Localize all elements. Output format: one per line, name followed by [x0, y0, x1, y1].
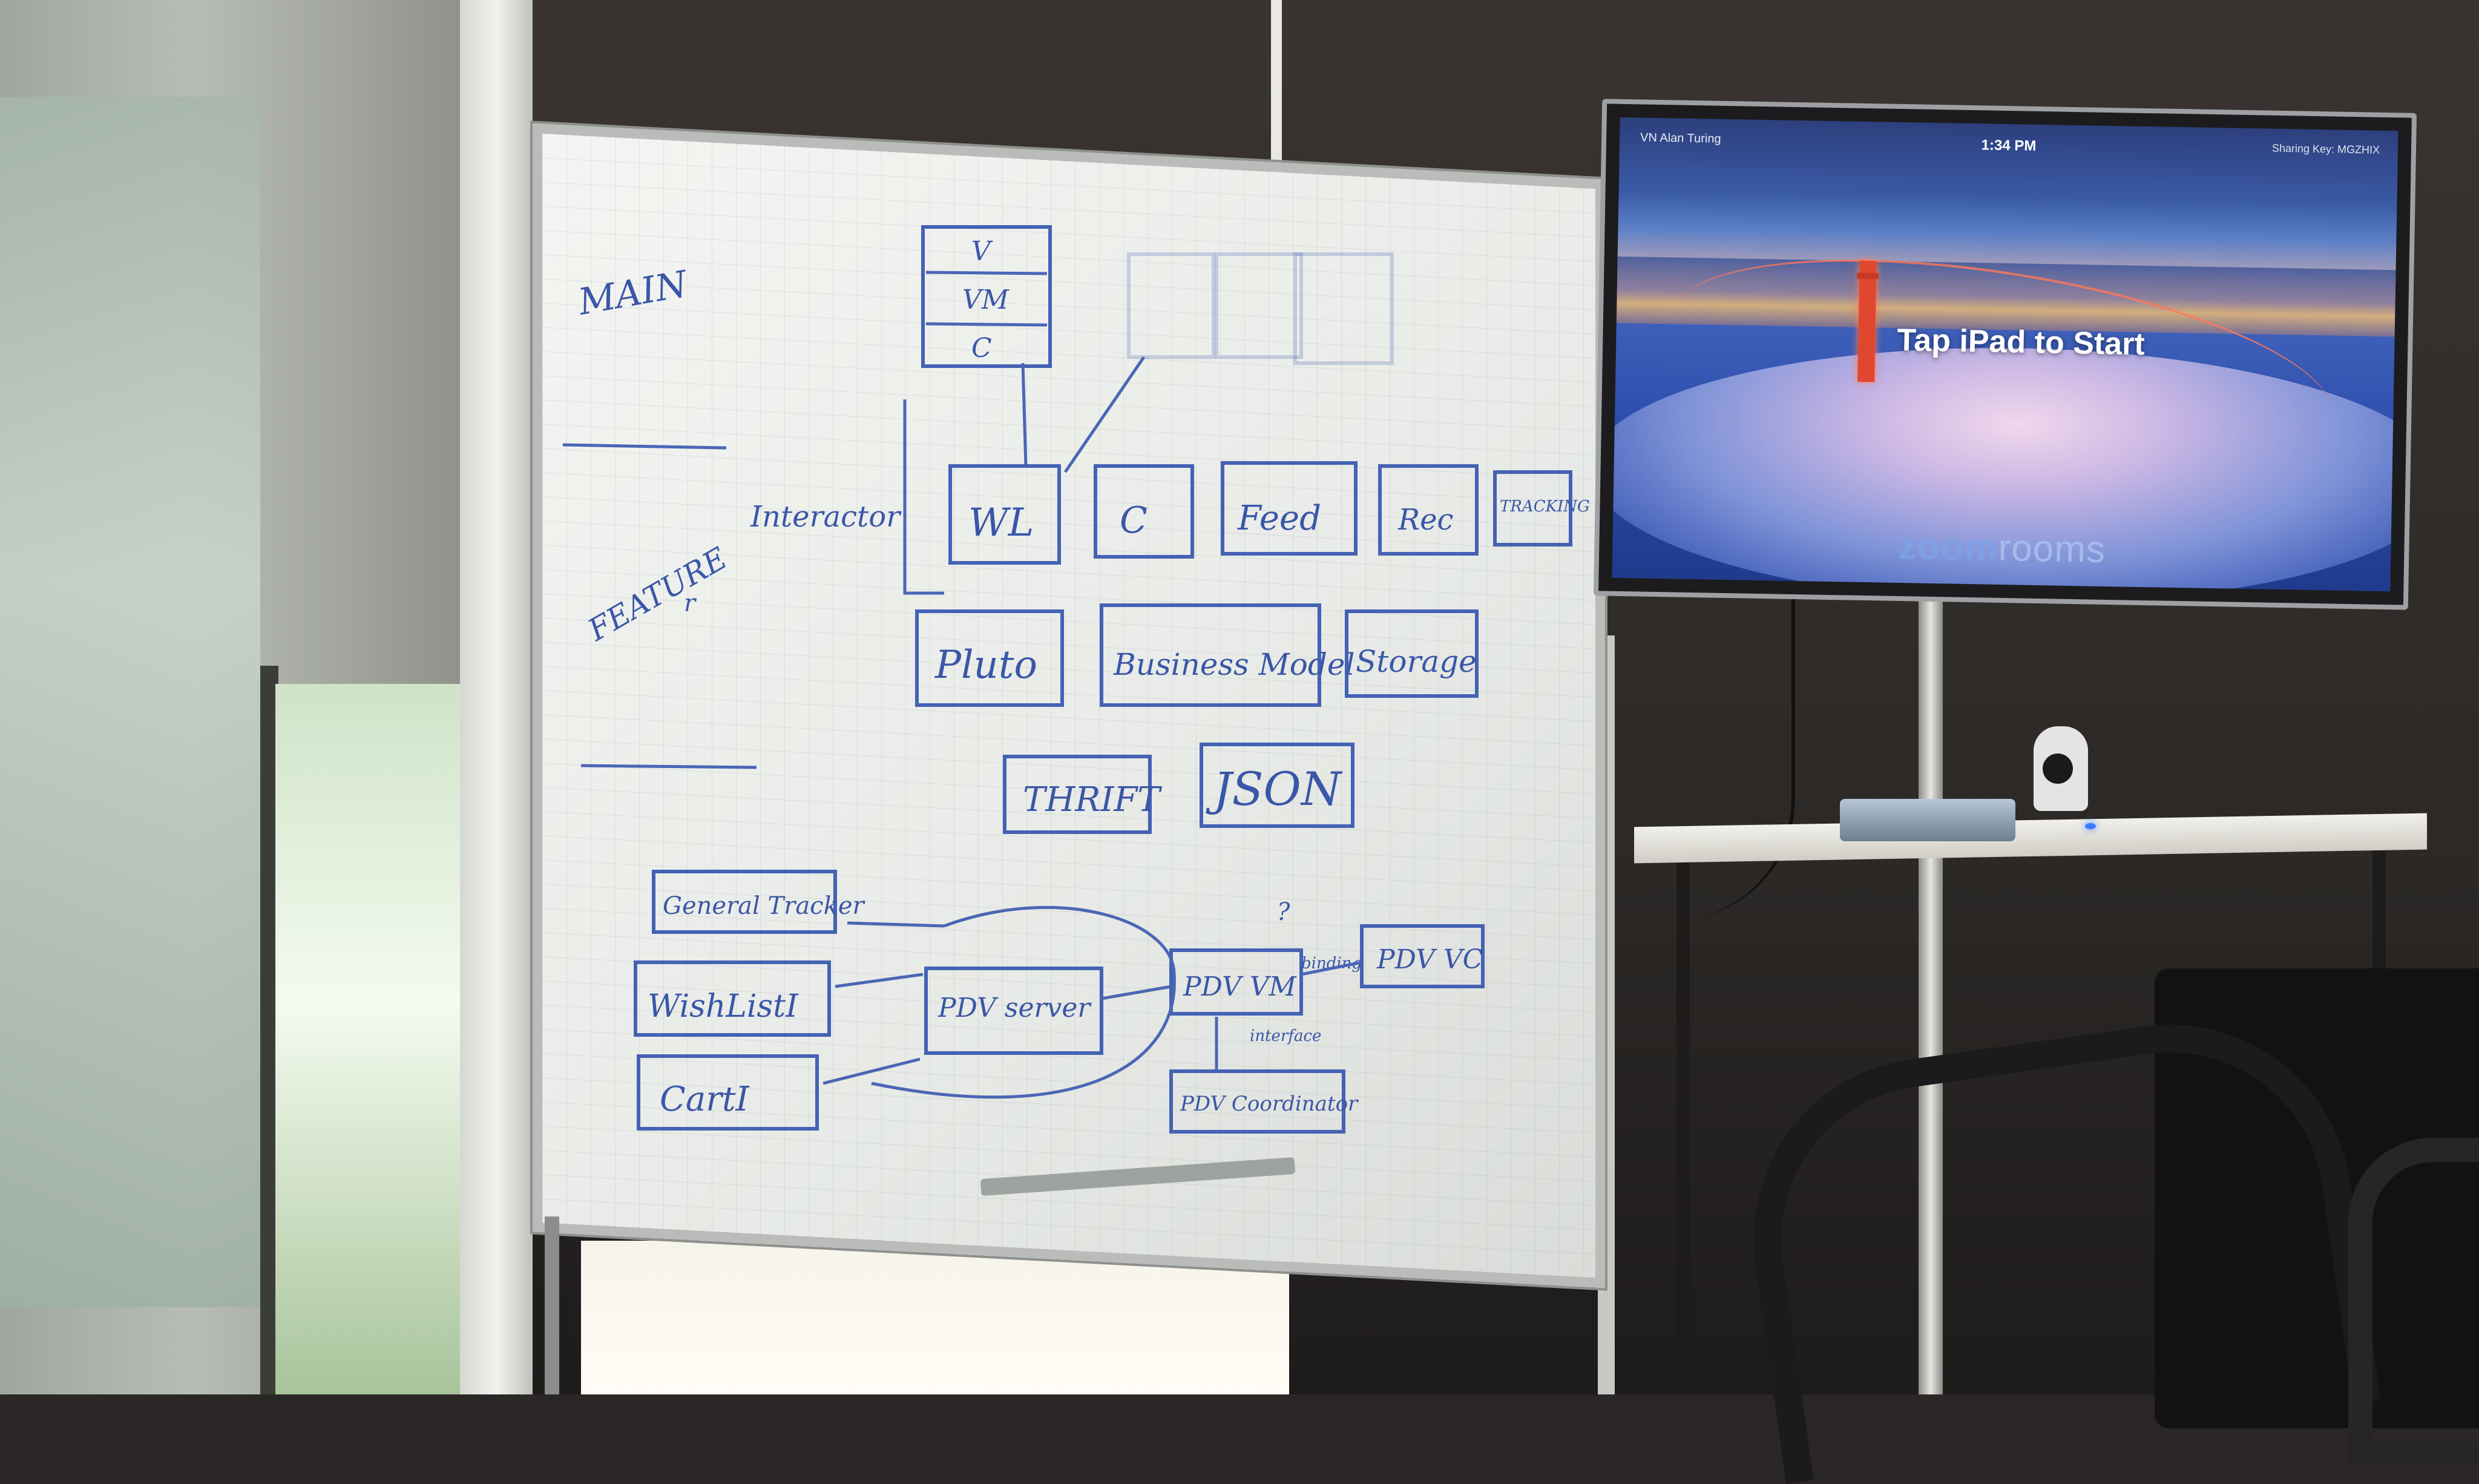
sharing-key: Sharing Key: MGZHIX — [2271, 142, 2380, 156]
flow-box-cart — [637, 1054, 819, 1131]
arrow — [1021, 363, 1028, 467]
mvc-v: V — [971, 236, 993, 267]
mvc-box — [921, 225, 1052, 368]
flow-box-coordinator — [1169, 1069, 1345, 1134]
flow-box-tracker — [652, 870, 837, 934]
arrow — [835, 973, 924, 988]
service-storage: Storage — [1356, 644, 1477, 679]
handwritten-diagram: MAIN FEATURE r Interactor V VM C WL C Fe… — [562, 225, 1590, 1134]
flow-box-wishlist — [634, 960, 831, 1037]
service-pluto: Pluto — [934, 643, 1037, 688]
arrow — [1063, 356, 1146, 473]
conference-device — [1840, 799, 2015, 841]
erased-box — [1215, 252, 1303, 359]
flow-interface-label: interface — [1250, 1027, 1321, 1045]
service-business-model: Business Model — [1113, 647, 1355, 682]
module-rec: Rec — [1397, 503, 1453, 537]
module-c: C — [1120, 499, 1148, 542]
status-light — [2085, 823, 2096, 829]
flow-question-mark: ? — [1277, 898, 1290, 926]
module-box-rec — [1378, 464, 1479, 556]
clock: 1:34 PM — [1981, 137, 2037, 154]
camera-lens — [2043, 753, 2073, 784]
flow-vc: PDV VC — [1376, 944, 1483, 975]
white-pillar — [460, 0, 533, 1394]
mvc-vm: VM — [962, 284, 1010, 315]
flow-cart: CartI — [660, 1080, 750, 1119]
format-thrift: THRIFT — [1023, 780, 1162, 819]
erased-box — [1293, 252, 1394, 365]
frosted-glass-door — [0, 97, 260, 1307]
window — [275, 684, 487, 1394]
module-box-c — [1094, 464, 1194, 559]
zoom-rooms-logo: zoomrooms — [1897, 525, 2106, 571]
arrow — [1301, 960, 1362, 976]
logo-zoom: zoom — [1897, 525, 1999, 569]
table-leg — [1676, 853, 1690, 1394]
flow-wishlist: WishListI — [648, 988, 799, 1025]
flow-box-vm — [1169, 948, 1303, 1016]
bracket — [903, 399, 944, 595]
service-box-business-model — [1100, 603, 1321, 707]
start-prompt[interactable]: Tap iPad to Start — [1896, 322, 2146, 363]
whiteboard-stand-leg — [545, 1216, 559, 1394]
label-feature: FEATURE — [582, 540, 733, 648]
flow-vm: PDV VM — [1183, 971, 1297, 1002]
arrow — [1101, 985, 1172, 1000]
bridge-tower — [1857, 260, 1877, 382]
arrow — [823, 1057, 921, 1085]
module-box-tracking — [1493, 470, 1572, 547]
flow-coordinator: PDV Coordinator — [1180, 1092, 1359, 1116]
flow-server: PDV server — [937, 993, 1092, 1023]
format-json: JSON — [1206, 762, 1343, 816]
divider-line — [580, 764, 757, 769]
format-box-json — [1200, 743, 1354, 828]
label-interactor: Interactor — [750, 500, 902, 534]
module-feed: Feed — [1237, 499, 1321, 538]
divider-line — [562, 443, 727, 450]
arrow — [847, 921, 945, 928]
floor-light — [581, 1241, 1289, 1394]
label-main: MAIN — [574, 263, 692, 324]
zoom-rooms-screen: VN Alan Turing 1:34 PM Sharing Key: MGZH… — [1612, 117, 2399, 592]
flow-box-vc — [1360, 924, 1485, 988]
mvc-c: C — [971, 333, 992, 364]
tv-stand-pole — [1919, 593, 1943, 1394]
label-feature-sub: r — [684, 589, 697, 617]
erased-box — [1127, 252, 1215, 359]
flow-tracker: General Tracker — [663, 892, 865, 920]
module-wl: WL — [968, 501, 1034, 545]
service-box-storage — [1345, 609, 1479, 698]
module-tracking: TRACKING — [1500, 497, 1590, 516]
loop-arrow — [871, 905, 1176, 1099]
tv-display: VN Alan Turing 1:34 PM Sharing Key: MGZH… — [1593, 99, 2417, 610]
flow-box-server — [924, 967, 1103, 1055]
module-box-wl — [948, 464, 1061, 565]
module-box-feed — [1221, 461, 1358, 556]
chair — [2348, 1138, 2479, 1465]
room-name: VN Alan Turing — [1640, 131, 1721, 146]
service-box-pluto — [915, 609, 1064, 707]
cable — [1646, 593, 1795, 920]
format-box-thrift — [1003, 755, 1152, 834]
logo-rooms: rooms — [1998, 527, 2106, 571]
